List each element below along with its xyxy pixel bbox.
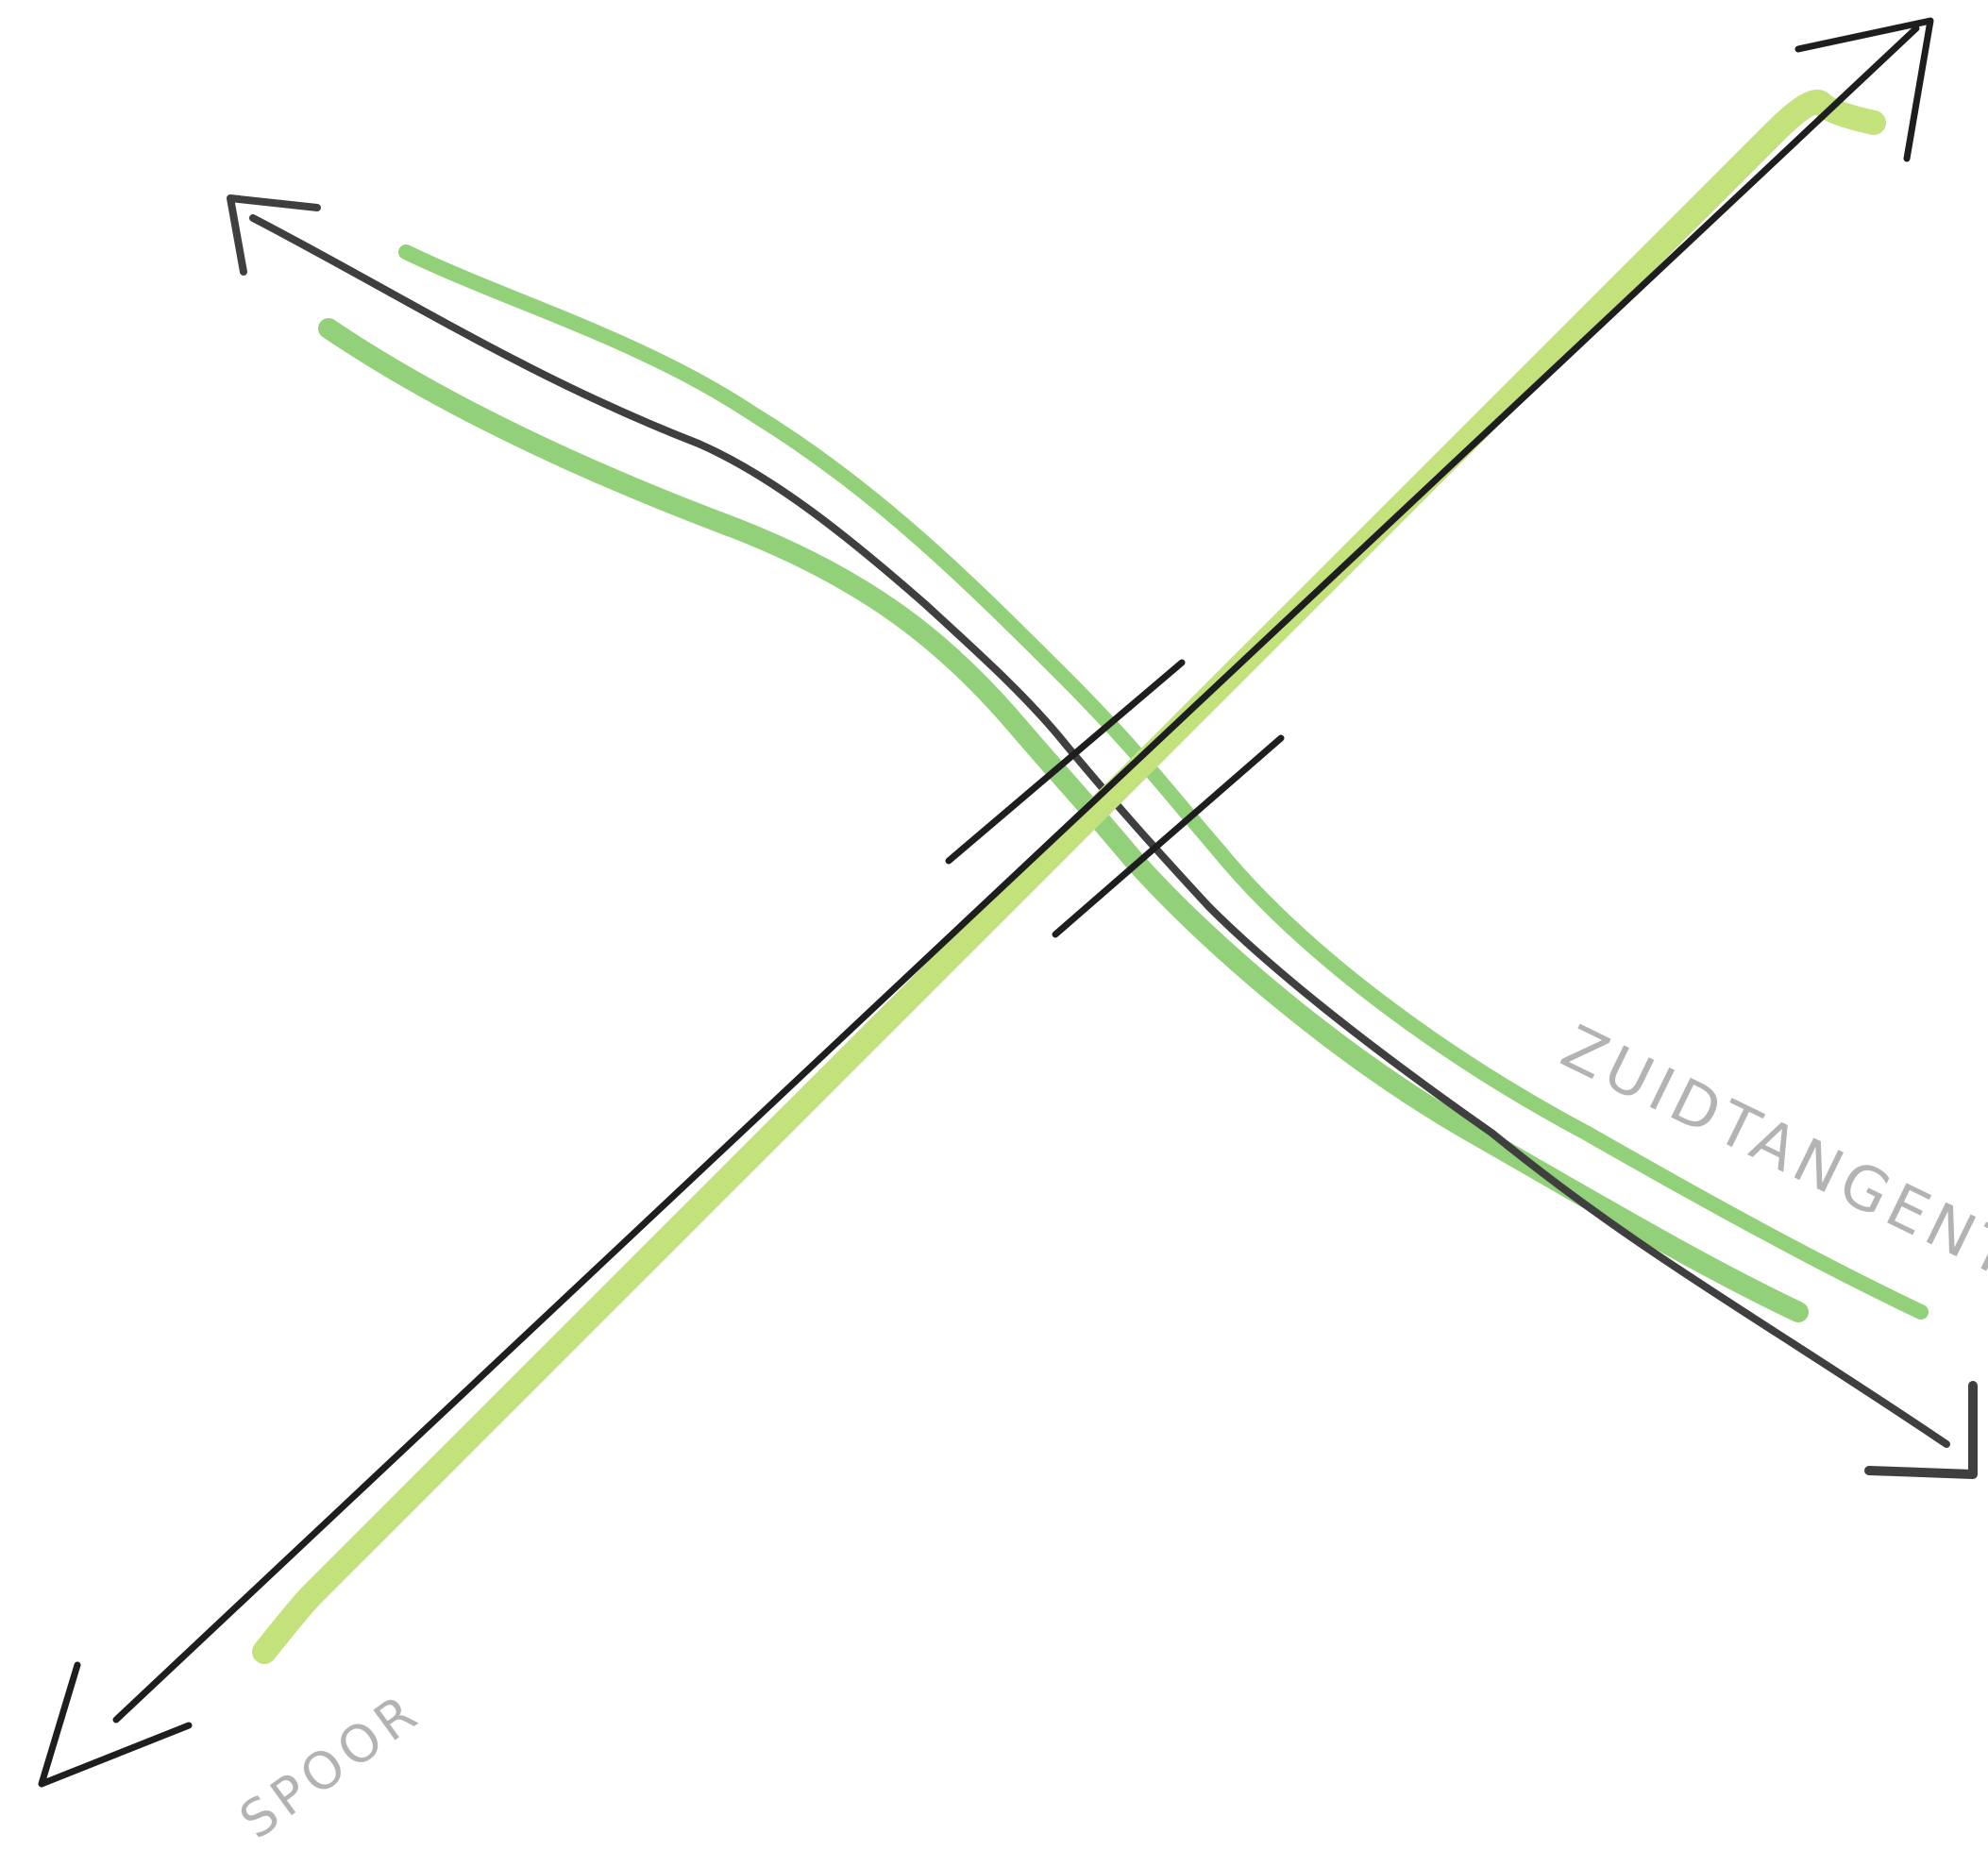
arrow-head-icon xyxy=(230,198,317,272)
road-verge-lower xyxy=(329,328,1798,1312)
rail-group xyxy=(42,21,1930,1784)
rail-label: SPOOR xyxy=(229,1681,432,1850)
road-verge-upper xyxy=(406,252,1921,1312)
rail-line xyxy=(116,28,1916,1720)
road-group xyxy=(230,198,1973,1474)
arrow-head-icon xyxy=(42,1665,189,1784)
rail-bed xyxy=(264,102,1874,1652)
